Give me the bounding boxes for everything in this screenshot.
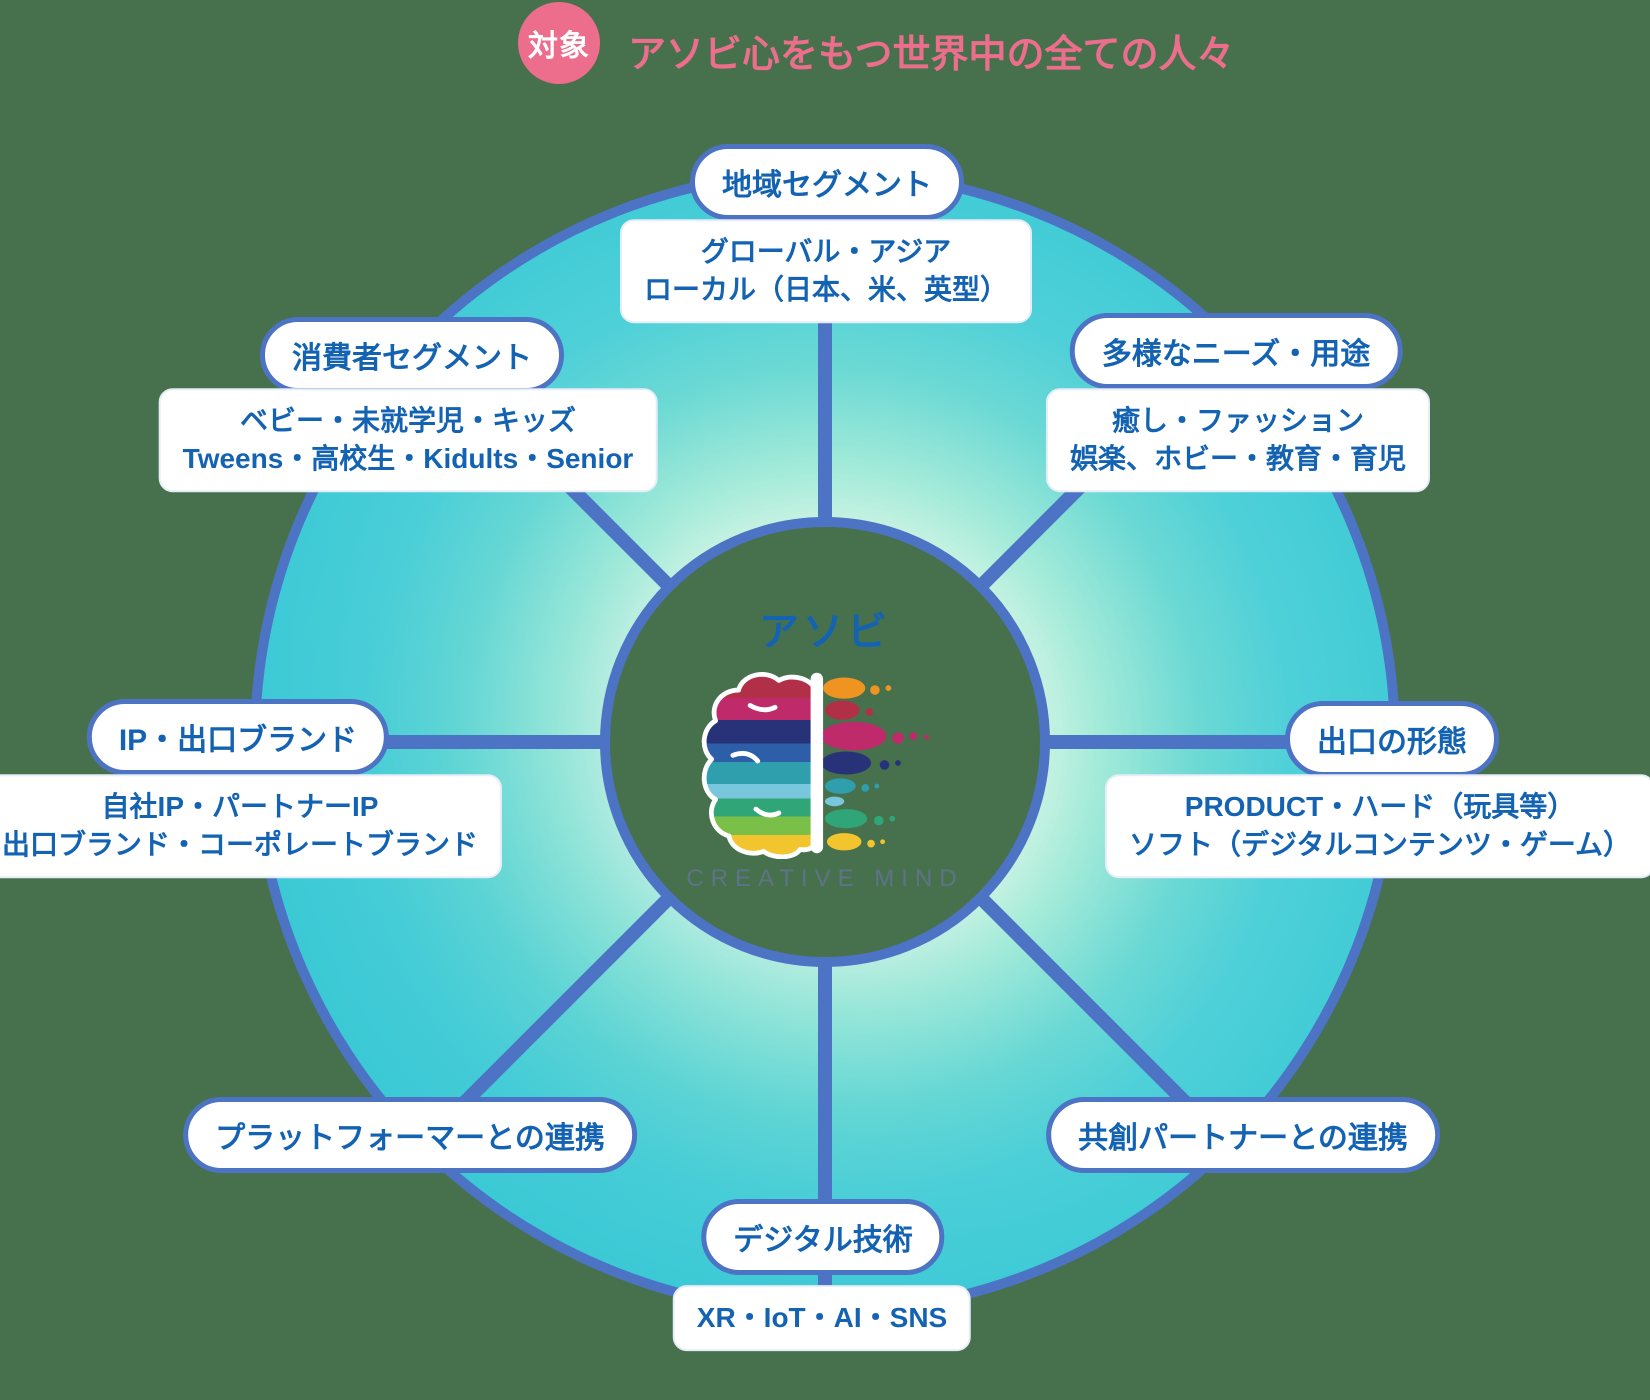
- segment-pill-needs: 多様なニーズ・用途: [1069, 313, 1403, 389]
- segment-card-exit-form: PRODUCT・ハード（玩具等） ソフト（デジタルコンテンツ・ゲーム）: [1104, 774, 1650, 878]
- detail-line: ローカル（日本、米、英型）: [643, 274, 1009, 305]
- segment-label: 出口の形態: [1317, 726, 1467, 759]
- segment-label: 共創パートナーとの連携: [1078, 1122, 1408, 1155]
- segment-pill-ip-brand: IP・出口ブランド: [86, 699, 390, 775]
- page-title: アソビ心をもつ世界中の全ての人々: [628, 34, 1235, 76]
- creative-mind-brain-logo-icon: [701, 671, 930, 859]
- segment-card-consumer: ベビー・未就学児・キッズ Tweens・高校生・Kidults・Senior: [158, 388, 658, 492]
- detail-line: 癒し・ファッション: [1111, 405, 1365, 437]
- segment-label: 消費者セグメント: [292, 342, 532, 375]
- segment-pill-consumer: 消費者セグメント: [260, 317, 564, 393]
- segment-pill-exit-form: 出口の形態: [1285, 701, 1499, 777]
- segment-pill-digital: デジタル技術: [701, 1199, 945, 1275]
- segment-card-ip-brand: 自社IP・パートナーIP 出口ブランド・コーポレートブランド: [0, 774, 503, 878]
- segment-card-digital: XR・IoT・AI・SNS: [672, 1285, 972, 1351]
- detail-line: Tweens・高校生・Kidults・Senior: [182, 443, 634, 474]
- segment-pill-cocreation: 共創パートナーとの連携: [1046, 1097, 1440, 1173]
- center-subtitle: CREATIVE MIND: [686, 865, 964, 892]
- detail-line: ベビー・未就学児・キッズ: [239, 405, 577, 437]
- segment-pill-region: 地域セグメント: [690, 144, 964, 220]
- segment-label: IP・出口ブランド: [118, 724, 358, 757]
- segment-label: 地域セグメント: [722, 169, 932, 202]
- center-circle: アソビ: [600, 517, 1050, 967]
- target-badge-label: 対象: [528, 30, 590, 63]
- detail-line: XR・IoT・AI・SNS: [696, 1302, 948, 1334]
- detail-line: PRODUCT・ハード（玩具等）: [1184, 791, 1576, 823]
- segment-pill-platformer: プラットフォーマーとの連携: [183, 1097, 637, 1173]
- detail-line: 出口ブランド・コーポレートブランド: [1, 829, 479, 860]
- detail-line: 自社IP・パートナーIP: [101, 791, 379, 823]
- detail-line: グローバル・アジア: [700, 236, 952, 268]
- target-badge: 対象: [518, 2, 600, 84]
- segment-label: デジタル技術: [733, 1224, 913, 1257]
- segment-label: 多様なニーズ・用途: [1101, 338, 1371, 371]
- segment-card-needs: 癒し・ファッション 娯楽、ホビー・教育・育児: [1045, 388, 1431, 492]
- segment-card-region: グローバル・アジア ローカル（日本、米、英型）: [619, 219, 1033, 323]
- detail-line: 娯楽、ホビー・教育・育児: [1069, 443, 1407, 474]
- segment-label: プラットフォーマーとの連携: [215, 1122, 605, 1155]
- detail-line: ソフト（デジタルコンテンツ・ゲーム）: [1128, 829, 1632, 860]
- center-title: アソビ: [759, 610, 891, 654]
